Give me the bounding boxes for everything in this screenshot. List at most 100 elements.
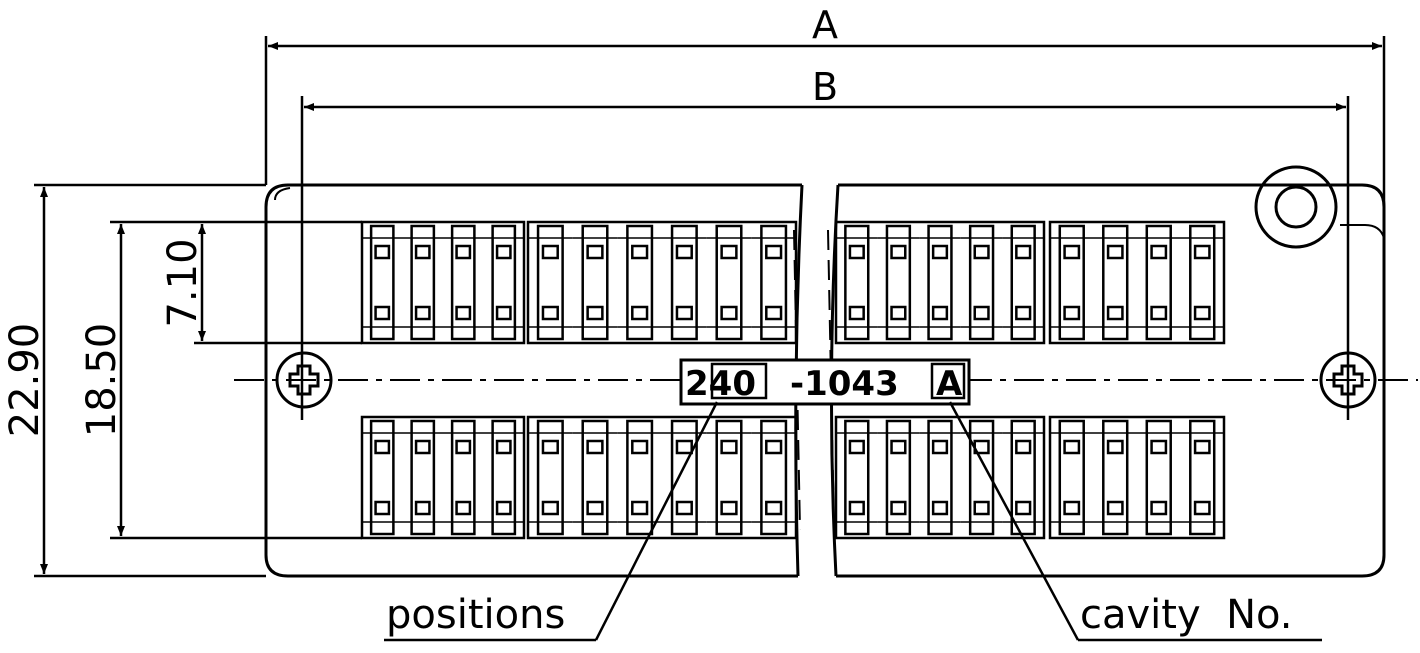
latch-window [414, 244, 431, 260]
contact-cavity [1102, 224, 1129, 341]
latch-window [1106, 244, 1124, 260]
dimension-a [264, 36, 1386, 235]
latch-window [455, 305, 472, 321]
latch-window [455, 439, 472, 455]
contact-cavity [581, 224, 609, 341]
contact-cavity [715, 224, 743, 341]
latch-window [541, 244, 559, 260]
latch-window [1193, 305, 1211, 321]
contact-cavity [885, 224, 912, 341]
contact-cavity [760, 419, 788, 536]
cavity-box [930, 362, 966, 400]
latch-window [631, 244, 649, 260]
latch-window [931, 500, 949, 516]
contact-cavity [450, 224, 476, 341]
contact-cavity [410, 224, 436, 341]
contact-cavity [1102, 419, 1129, 536]
contact-cavity [844, 224, 870, 341]
latch-window [848, 500, 865, 516]
latch-window [374, 305, 391, 321]
contact-cavity [1058, 419, 1085, 536]
latch-window [848, 439, 865, 455]
cavity-block [526, 415, 798, 540]
contact-cavity [1189, 224, 1216, 341]
dimension-row-offset [194, 224, 362, 345]
dimension-a-label: A [812, 3, 838, 47]
cavity-block [526, 220, 798, 345]
part-number-marking: -1043 [790, 364, 899, 404]
callout-positions-label: positions [386, 592, 565, 638]
latch-window [720, 439, 738, 455]
latch-window [1106, 439, 1124, 455]
latch-window [1106, 305, 1124, 321]
dimension-contact-span-label: 18.50 [79, 323, 125, 438]
contact-cavity [410, 419, 436, 536]
contact-cavity [581, 419, 609, 536]
latch-window [586, 244, 604, 260]
contact-cavities [360, 220, 1226, 540]
latch-window [1193, 500, 1211, 516]
latch-window [931, 305, 949, 321]
latch-window [675, 500, 693, 516]
contact-cavity [491, 419, 517, 536]
latch-window [1150, 439, 1168, 455]
dimension-overall-height [34, 183, 266, 578]
contact-cavity [536, 224, 564, 341]
contact-cavity [369, 419, 395, 536]
latch-window [720, 305, 738, 321]
latch-window [973, 244, 990, 260]
contact-cavity [626, 224, 654, 341]
latch-window [973, 500, 990, 516]
contact-cavity [1010, 224, 1036, 341]
contact-cavity [670, 224, 698, 341]
latch-window [541, 305, 559, 321]
positions-box [710, 362, 768, 400]
latch-window [1150, 305, 1168, 321]
contact-cavity [1058, 224, 1085, 341]
latch-window [675, 244, 693, 260]
callout-cavity [948, 401, 1322, 642]
latch-window [414, 500, 431, 516]
cavity-block [360, 415, 526, 540]
latch-window [675, 305, 693, 321]
latch-window [541, 500, 559, 516]
latch-window [1015, 305, 1032, 321]
latch-window [414, 439, 431, 455]
latch-window [631, 439, 649, 455]
contact-cavity [1145, 419, 1172, 536]
mounting-boss [1254, 165, 1338, 249]
contact-cavity [968, 419, 995, 536]
latch-window [586, 500, 604, 516]
contact-cavity [715, 419, 743, 536]
latch-window [495, 305, 512, 321]
contact-cavity [1010, 419, 1036, 536]
contact-cavity [927, 224, 953, 341]
latch-window [631, 500, 649, 516]
latch-window [890, 439, 907, 455]
dimension-b [300, 96, 1350, 420]
latch-window [586, 305, 604, 321]
marking-label: 240 -1043 A [679, 358, 971, 406]
dimension-b-label: B [812, 65, 838, 109]
contact-cavity [1145, 224, 1172, 341]
contact-cavity [844, 419, 870, 536]
latch-window [1015, 244, 1032, 260]
latch-window [1063, 244, 1081, 260]
latch-window [455, 500, 472, 516]
latch-window [1193, 439, 1211, 455]
latch-window [765, 305, 783, 321]
latch-window [765, 244, 783, 260]
cavity-block [360, 220, 526, 345]
latch-window [1015, 439, 1032, 455]
latch-window [1063, 500, 1081, 516]
cavity-marking: A [936, 364, 963, 404]
latch-window [1193, 244, 1211, 260]
contact-cavity [670, 419, 698, 536]
latch-window [586, 439, 604, 455]
dimension-contact-span [110, 220, 362, 540]
latch-window [414, 305, 431, 321]
dimension-row-offset-label: 7.10 [160, 238, 206, 327]
latch-window [495, 500, 512, 516]
latch-window [1150, 244, 1168, 260]
cavity-block [1048, 415, 1226, 540]
